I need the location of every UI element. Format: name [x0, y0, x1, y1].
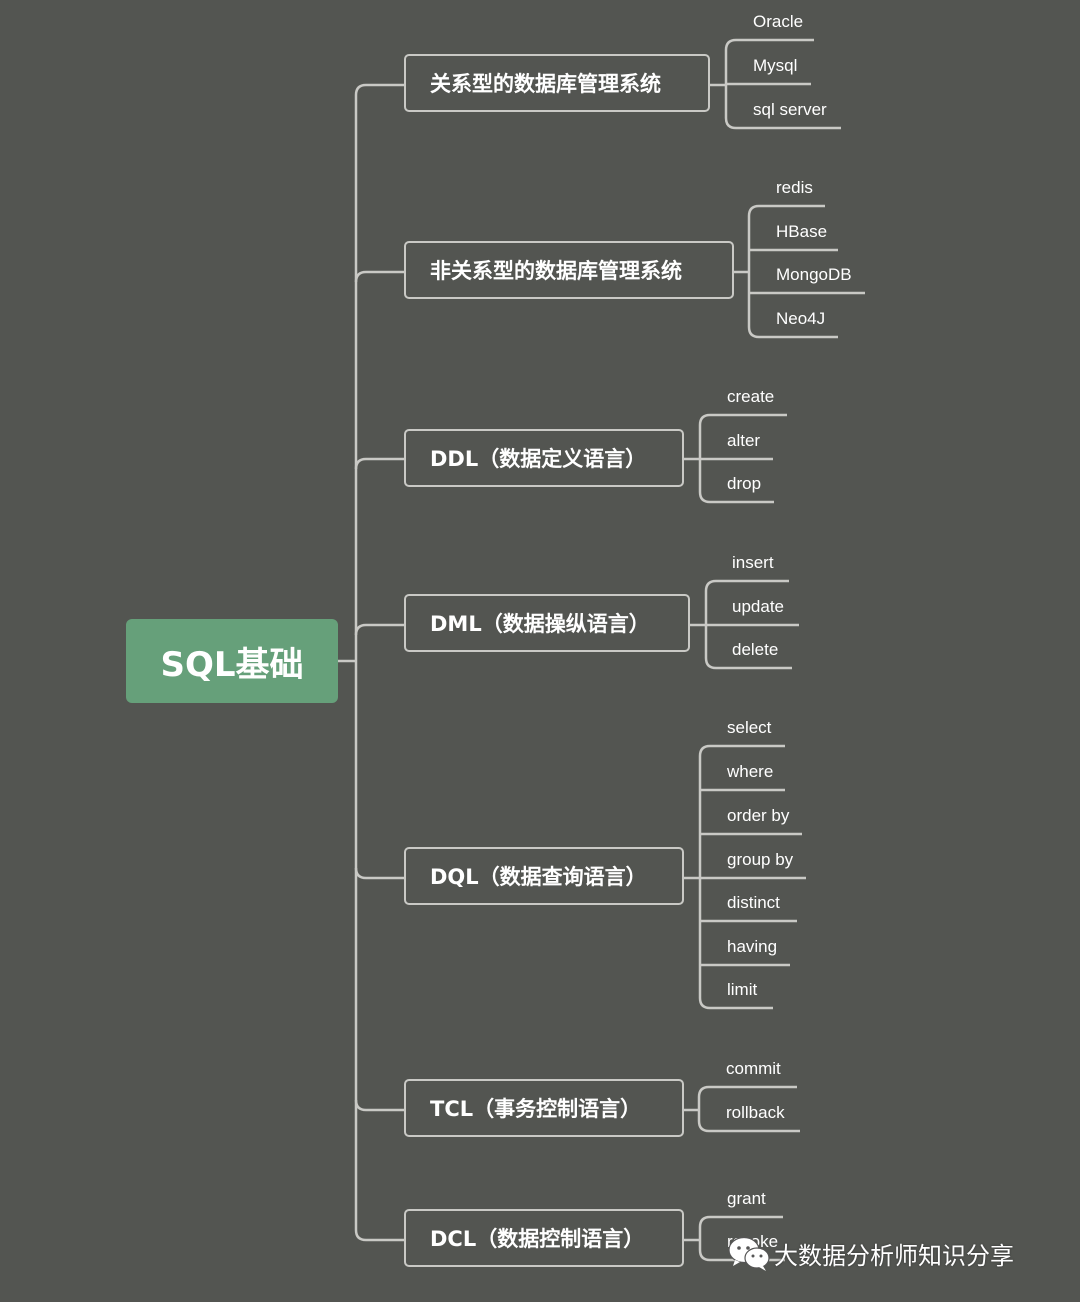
- watermark: 大数据分析师知识分享: [726, 1230, 1014, 1276]
- category-node-ddl[interactable]: DDL（数据定义语言）: [404, 429, 684, 487]
- root-label: SQL基础: [160, 644, 304, 685]
- leaf-item[interactable]: drop: [727, 474, 762, 493]
- category-connector: [354, 1099, 404, 1112]
- category-label: DML（数据操纵语言）: [430, 612, 650, 636]
- leaf-item[interactable]: update: [732, 597, 784, 616]
- leaf-item[interactable]: delete: [732, 640, 779, 659]
- leaf-item[interactable]: HBase: [776, 222, 828, 241]
- leaf-underline: [697, 1120, 800, 1133]
- leaf-underline: [698, 1215, 783, 1228]
- leaf-item[interactable]: limit: [727, 980, 758, 999]
- leaf-underline: [698, 413, 787, 426]
- leaf-item[interactable]: order by: [727, 806, 790, 825]
- leaf-item[interactable]: having: [727, 937, 778, 956]
- category-label: TCL（事务控制语言）: [430, 1097, 642, 1121]
- category-label: 非关系型的数据库管理系统: [430, 259, 682, 283]
- category-label: DDL（数据定义语言）: [430, 447, 647, 471]
- category-label: DCL（数据控制语言）: [430, 1227, 645, 1251]
- root-node[interactable]: SQL基础: [126, 619, 338, 703]
- category-node-dml[interactable]: DML（数据操纵语言）: [404, 594, 690, 652]
- leaf-item[interactable]: commit: [726, 1059, 781, 1078]
- category-node-dql[interactable]: DQL（数据查询语言）: [404, 847, 684, 905]
- leaf-item[interactable]: Oracle: [753, 12, 804, 31]
- category-label: 关系型的数据库管理系统: [430, 72, 661, 96]
- leaf-item[interactable]: MongoDB: [776, 265, 852, 284]
- category-connector: [354, 1229, 404, 1242]
- leaf-item[interactable]: group by: [727, 850, 794, 869]
- leaf-item[interactable]: sql server: [753, 100, 827, 119]
- leaf-underline: [697, 1085, 797, 1098]
- wechat-icon: [728, 1236, 770, 1271]
- category-connector: [354, 623, 404, 636]
- leaf-item[interactable]: Neo4J: [776, 309, 826, 328]
- category-node-dcl[interactable]: DCL（数据控制语言）: [404, 1209, 684, 1267]
- category-node-rdbms[interactable]: 关系型的数据库管理系统: [404, 54, 710, 112]
- leaf-underline: [698, 1249, 785, 1262]
- leaf-underline: [704, 657, 792, 670]
- category-label: DQL（数据查询语言）: [430, 865, 647, 889]
- leaf-underline: [698, 491, 774, 504]
- category-connector: [354, 457, 404, 470]
- leaf-item[interactable]: create: [727, 387, 775, 406]
- leaf-underline: [704, 579, 789, 592]
- category-connector: [354, 867, 404, 880]
- category-node-nosql[interactable]: 非关系型的数据库管理系统: [404, 241, 734, 299]
- leaf-item[interactable]: grant: [727, 1189, 766, 1208]
- leaf-underline: [724, 38, 814, 51]
- leaf-underline: [698, 997, 773, 1010]
- leaf-item[interactable]: rollback: [726, 1103, 785, 1122]
- category-connector: [354, 270, 404, 283]
- leaf-item[interactable]: select: [727, 718, 772, 737]
- leaf-item[interactable]: redis: [776, 178, 813, 197]
- watermark-text: 大数据分析师知识分享: [774, 1241, 1014, 1270]
- category-connector: [354, 83, 404, 96]
- leaf-item[interactable]: Mysql: [753, 56, 798, 75]
- leaf-item[interactable]: distinct: [727, 893, 780, 912]
- leaf-item[interactable]: alter: [727, 431, 761, 450]
- leaf-item[interactable]: insert: [732, 553, 774, 572]
- leaf-underline: [698, 744, 785, 757]
- leaf-underline: [747, 204, 825, 217]
- leaf-underline: [724, 117, 841, 130]
- leaf-underline: [747, 326, 838, 339]
- category-node-tcl[interactable]: TCL（事务控制语言）: [404, 1079, 684, 1137]
- leaf-item[interactable]: where: [727, 762, 774, 781]
